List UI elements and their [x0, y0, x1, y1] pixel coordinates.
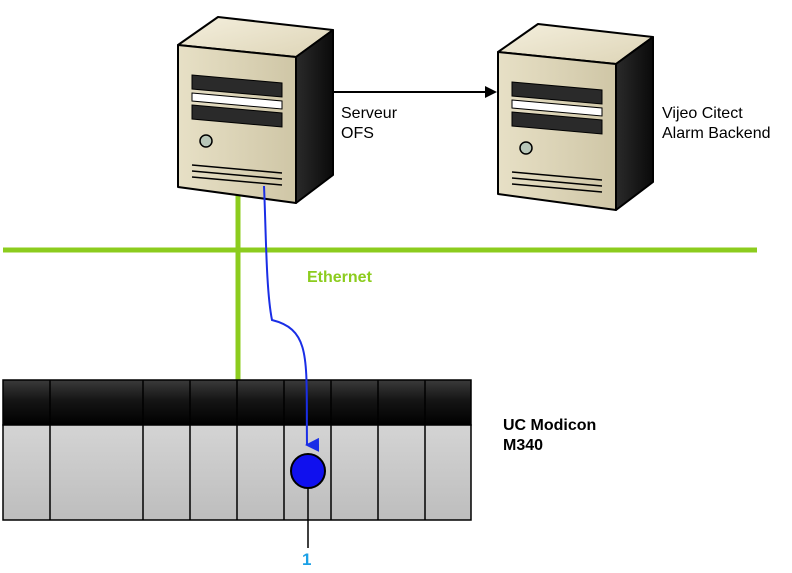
request-flow-arrow	[263, 185, 320, 452]
ethernet-label: Ethernet	[307, 269, 372, 286]
alarm-server-icon	[497, 23, 654, 211]
ofs-server-icon	[177, 16, 334, 204]
plc-rack	[2, 379, 472, 521]
module-marker	[290, 453, 326, 489]
callout-number: 1	[302, 550, 312, 569]
